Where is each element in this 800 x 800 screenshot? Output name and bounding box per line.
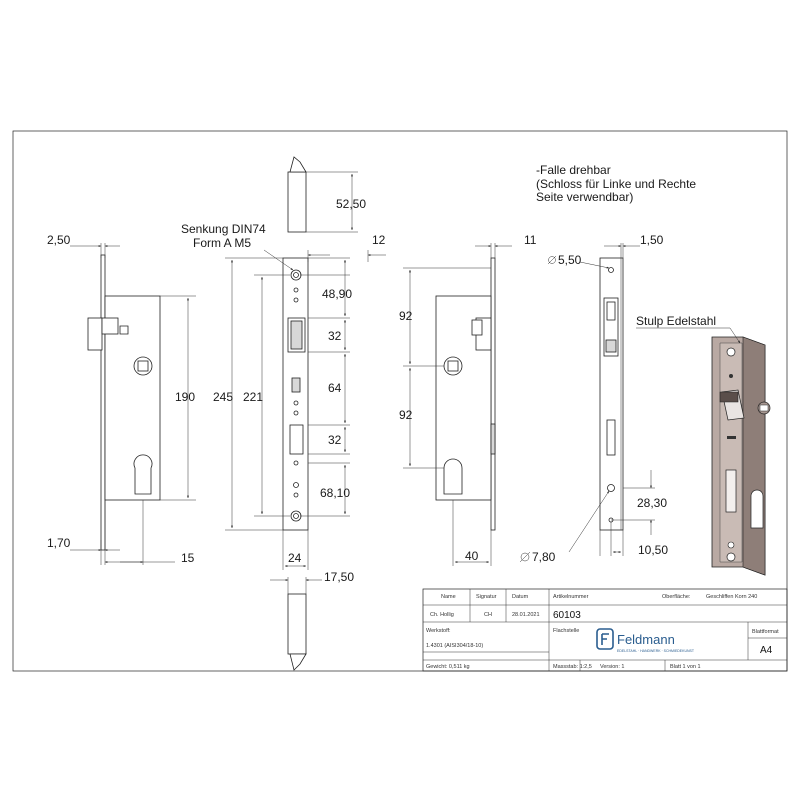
dim-12: 12 — [372, 233, 386, 247]
note-falle: -Falle drehbar — [536, 163, 611, 177]
tb-blatt: Blatt 1 von 1 — [670, 664, 701, 670]
dim-190: 190 — [175, 390, 195, 404]
dim-64: 64 — [328, 381, 342, 395]
side-view-right — [435, 257, 496, 531]
tb-header-werkstoff: Werkstoff: — [426, 628, 451, 634]
tb-oberflaeche-value: Geschliffen Korn 240 — [706, 594, 757, 600]
note-stulp: Stulp Edelstahl — [636, 314, 716, 328]
dim-11: 11 — [524, 233, 537, 247]
tb-header-oberflaeche: Oberfläche: — [662, 594, 691, 600]
dim-28-30: 28,30 — [637, 496, 667, 510]
side-view-right-dimensions: 11 92 92 40 — [399, 233, 537, 566]
perspective-view — [711, 336, 771, 576]
dim-52-50: 52,50 — [336, 197, 366, 211]
dim-32-bottom: 32 — [328, 433, 342, 447]
dim-2-50: 2,50 — [47, 233, 71, 247]
dim-48-90: 48,90 — [322, 287, 352, 301]
note-seite: Seite verwendbar) — [536, 190, 633, 204]
tb-massstab: Massstab: 1:2,5 — [553, 664, 592, 670]
tb-datum: 28.01.2021 — [512, 612, 540, 618]
front-view-top-latch — [287, 156, 307, 233]
dim-7-80: 7,80 — [532, 550, 556, 564]
stulp-callout: Stulp Edelstahl — [636, 314, 741, 344]
falle-note: -Falle drehbar (Schloss für Linke und Re… — [536, 163, 696, 204]
tb-header-artikel: Artikelnummer — [553, 594, 589, 600]
tb-company: Feldmann — [617, 632, 675, 647]
dim-1-50: 1,50 — [640, 233, 664, 247]
senkung-callout: Senkung DIN74 Form A M5 — [181, 222, 294, 271]
faceplate-rear-view — [599, 257, 624, 531]
tb-blattformat: A4 — [760, 645, 773, 656]
note-senkung: Senkung DIN74 — [181, 222, 266, 236]
side-view-left-dimensions: 2,50 190 1,70 15 — [47, 233, 196, 565]
dim-5-50: 5,50 — [558, 253, 582, 267]
tb-header-signatur: Signatur — [476, 594, 497, 600]
tb-company-sub: EDELSTAHL · HANDWERK · SCHMIEDEKUNST — [617, 649, 695, 653]
tb-version: Version: 1 — [600, 664, 624, 670]
note-schloss: (Schloss für Linke und Rechte — [536, 177, 696, 191]
tb-header-flachstelle: Flachstelle — [553, 628, 579, 634]
dim-32-top: 32 — [328, 329, 342, 343]
side-view-left — [87, 254, 161, 565]
faceplate-rear-dimensions: 1,50 5,50 28,30 10,50 7,80 — [519, 233, 668, 564]
note-form: Form A M5 — [193, 236, 251, 250]
feldmann-logo-icon — [596, 628, 614, 650]
tb-header-datum: Datum — [512, 594, 529, 600]
front-view-dimensions: 52,50 12 48,90 32 64 32 68,10 245 221 — [213, 171, 386, 594]
dim-92-top: 92 — [399, 309, 413, 323]
tb-werkstoff: 1.4301 (AISI304/18-10) — [426, 643, 483, 649]
front-view-faceplate — [282, 257, 309, 531]
tb-signatur: CH — [484, 612, 492, 618]
dim-15: 15 — [181, 551, 195, 565]
tb-gewicht: Gewicht: 0,511 kg — [426, 664, 470, 670]
dim-17-50: 17,50 — [324, 570, 354, 584]
dim-92-bottom: 92 — [399, 408, 413, 422]
dim-68-10: 68,10 — [320, 486, 350, 500]
dim-245: 245 — [213, 390, 233, 404]
dim-10-50: 10,50 — [638, 543, 668, 557]
front-view-bottom-latch — [287, 593, 307, 671]
dim-40: 40 — [465, 549, 479, 563]
tb-artikelnummer: 60103 — [553, 610, 581, 621]
dim-221: 221 — [243, 390, 263, 404]
dim-1-70: 1,70 — [47, 536, 71, 550]
tb-name: Ch. Hollig — [430, 612, 454, 618]
tb-header-name: Name — [441, 594, 456, 600]
dim-24: 24 — [288, 551, 302, 565]
sheet-border — [12, 130, 788, 672]
tb-header-blattformat: Blattformat — [752, 629, 779, 635]
title-block: Name Signatur Datum Artikelnummer Oberfl… — [422, 588, 788, 672]
